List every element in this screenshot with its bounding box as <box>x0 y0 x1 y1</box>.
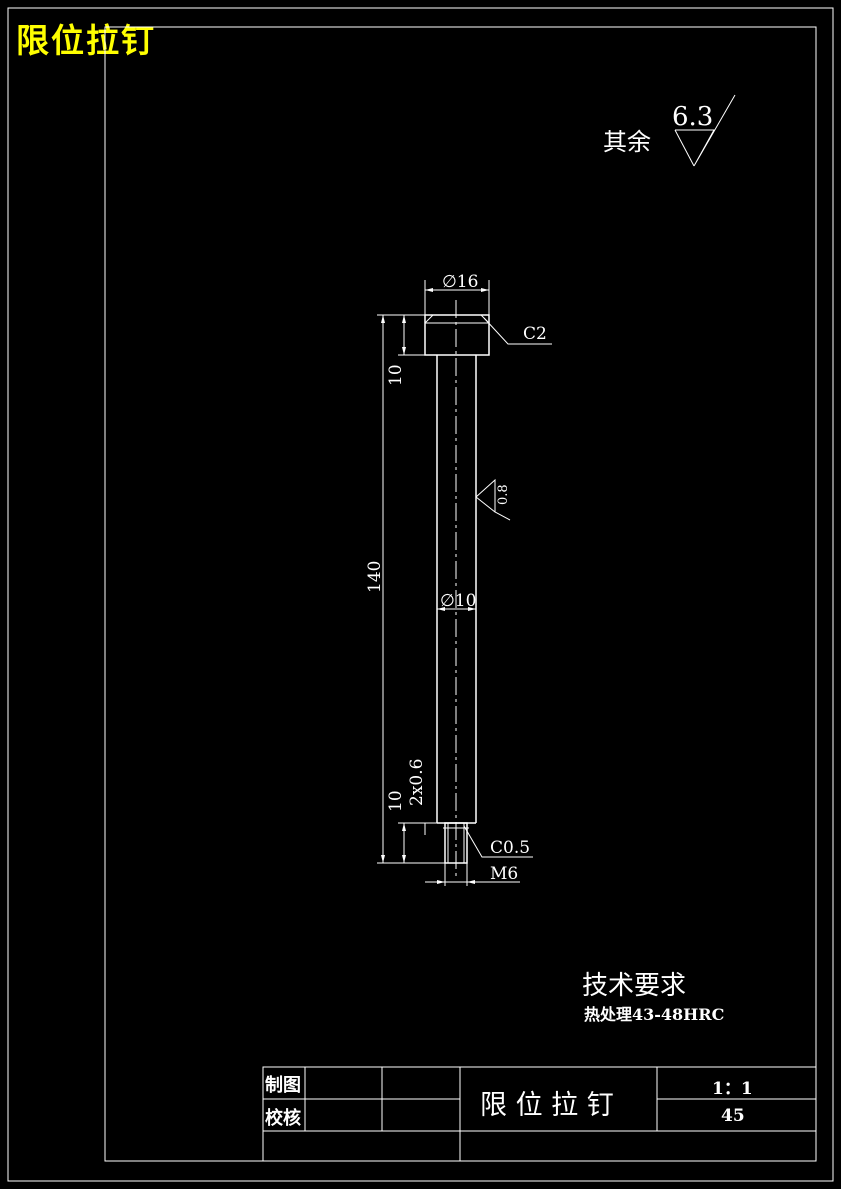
roughness-symbol: 其余 6.3 <box>603 94 736 167</box>
dim-shaft-diameter: ∅10 <box>437 591 476 611</box>
shaft-roughness-label: 0.8 <box>496 484 511 505</box>
dim-head-height: 10 <box>386 314 437 386</box>
pin-head <box>424 314 490 356</box>
dim-groove: 2x0.6 <box>398 759 437 835</box>
title-block: 制图 校核 限 位 拉 钉 1：1 45 <box>262 1066 817 1162</box>
roughness-prefix: 其余 <box>603 128 651 156</box>
thread-chamfer-label: C0.5 <box>490 838 530 858</box>
dim-thread: M6 <box>425 863 520 886</box>
checked-label: 校核 <box>265 1107 301 1129</box>
part-name: 限 位 拉 钉 <box>480 1090 614 1121</box>
dim-thread-length: 10 <box>386 790 406 863</box>
chamfer-label: C2 <box>523 324 547 344</box>
thread-length-label: 10 <box>386 790 406 812</box>
pin-shaft <box>436 300 477 880</box>
shaft-roughness: 0.8 <box>475 478 511 521</box>
tech-heading: 技术要求 <box>582 971 686 1001</box>
dim-total-length: 140 <box>365 314 445 864</box>
scale-value: 1：1 <box>712 1079 753 1099</box>
thread-label: M6 <box>490 864 518 884</box>
material-value: 45 <box>721 1106 745 1126</box>
total-length-label: 140 <box>365 561 385 593</box>
groove-label: 2x0.6 <box>407 759 427 806</box>
head-height-label: 10 <box>386 364 406 386</box>
tech-line: 热处理43-48HRC <box>584 1005 724 1024</box>
shaft-diameter-label: ∅10 <box>440 591 476 611</box>
outer-border <box>7 7 834 1182</box>
dim-thread-chamfer: C0.5 <box>463 825 533 858</box>
dim-head-diameter: ∅16 <box>424 272 490 315</box>
drawn-label: 制图 <box>265 1075 301 1096</box>
roughness-value: 6.3 <box>672 102 713 132</box>
dim-chamfer: C2 <box>483 317 552 345</box>
head-diameter-label: ∅16 <box>442 272 478 292</box>
